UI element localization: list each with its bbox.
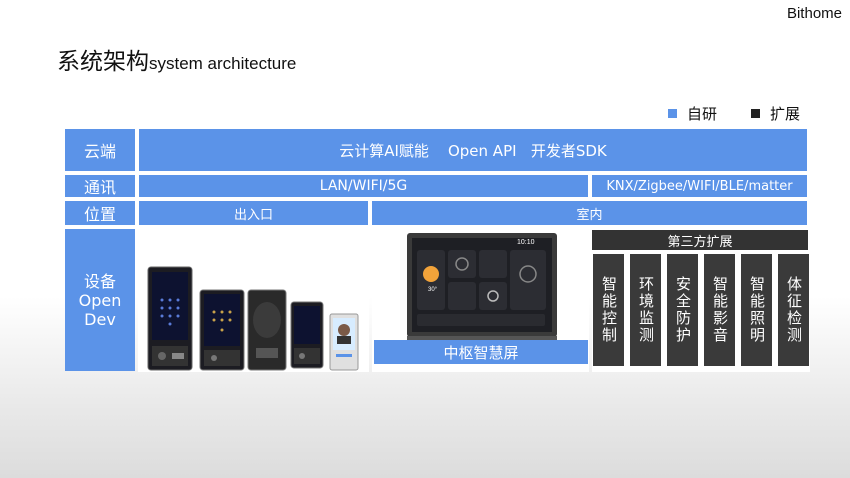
door-panel-3: [247, 289, 287, 371]
page-title-zh: 系统架构: [57, 49, 149, 75]
brand-name: Bithome: [786, 5, 842, 22]
panel-clock: 10:10: [517, 239, 535, 246]
smart-panel-label: 中枢智慧屏: [374, 340, 588, 364]
legend-item-inhouse: 自研: [668, 103, 717, 124]
panel-temperature: 30°: [428, 287, 438, 293]
row-label-device: 设备 Open Dev: [65, 229, 135, 371]
door-devices-illustration: [147, 266, 359, 371]
comm-protocols: KNX/Zigbee/WIFI/BLE/matter: [592, 175, 807, 197]
legend-item-extension: 扩展: [751, 103, 800, 124]
row-label-location: 位置: [65, 201, 135, 225]
row-label-device-line3: Dev: [84, 309, 116, 329]
location-indoor: 室内: [372, 201, 807, 225]
face-terminal: [329, 313, 359, 371]
smart-panel-illustration: [407, 233, 557, 340]
location-entrance: 出入口: [139, 201, 368, 225]
page-title-en: system architecture: [149, 54, 297, 73]
extension-item-media: 智能影音: [704, 254, 735, 366]
extension-item-env-monitor: 环境监测: [630, 254, 661, 366]
legend-label-extension: 扩展: [770, 106, 801, 123]
door-panel-4: [290, 301, 324, 369]
extension-title: 第三方扩展: [592, 230, 808, 250]
extension-item-lighting: 智能照明: [741, 254, 772, 366]
row-label-device-line1: 设备: [83, 271, 116, 291]
extension-item-security: 安全防护: [667, 254, 698, 366]
cloud-layer: 云计算AI赋能 Open API 开发者SDK: [139, 129, 807, 171]
comm-lan: LAN/WIFI/5G: [139, 175, 588, 197]
page-title: 系统架构system architecture: [57, 42, 296, 76]
row-label-cloud: 云端: [65, 129, 135, 171]
row-label-device-line2: Open: [78, 290, 122, 310]
door-panel-1: [147, 266, 193, 371]
legend-swatch-blue: [668, 109, 677, 118]
legend-swatch-black: [751, 109, 760, 118]
legend-label-inhouse: 自研: [687, 106, 718, 123]
smart-panel-box: 10:10 30° 中枢智慧屏: [372, 230, 589, 372]
entrance-devices: [138, 230, 369, 372]
row-label-comm: 通讯: [65, 175, 135, 197]
third-party-extension: 第三方扩展 智能控制 环境监测 安全防护 智能影音 智能照明 体征检测: [592, 230, 810, 372]
extension-item-smart-control: 智能控制: [593, 254, 624, 366]
door-panel-2: [199, 289, 245, 371]
extension-item-vital-signs: 体征检测: [778, 254, 809, 366]
